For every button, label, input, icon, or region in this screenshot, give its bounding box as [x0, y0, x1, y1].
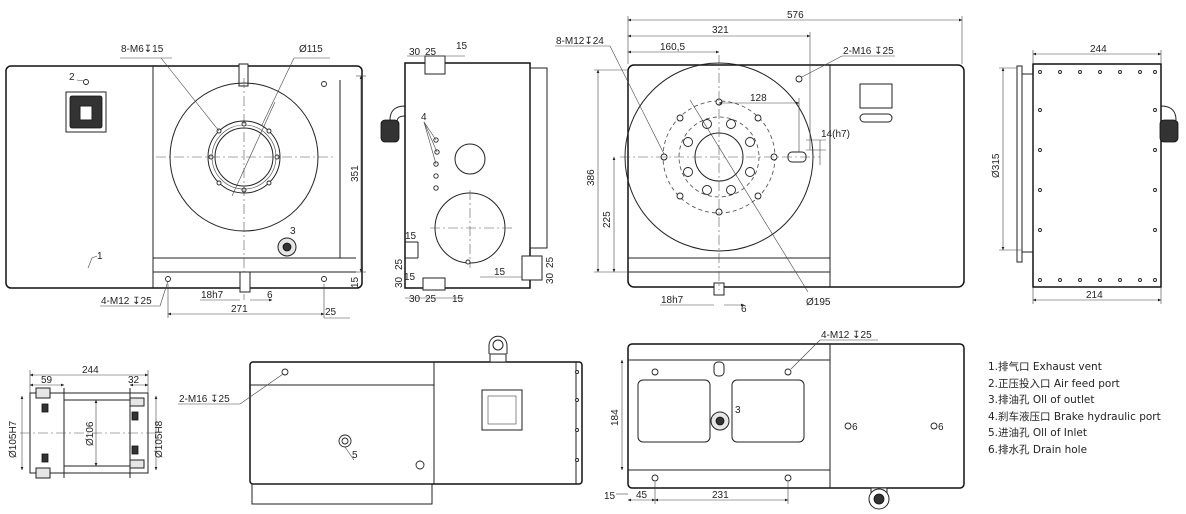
- front-callout-3: 3: [290, 226, 296, 237]
- front-dim-bore: Ø115: [299, 44, 323, 55]
- rear-dim-321: 321: [712, 25, 729, 36]
- section-dim-length: 244: [82, 365, 99, 376]
- right-dim-dia: Ø315: [991, 153, 1002, 178]
- legend: 1.排气口 Exhaust vent 2.正压投入口 Air feed port…: [988, 359, 1184, 459]
- front-dim-thread: 8-M6↧15: [121, 44, 164, 55]
- bottom-dim-15: 15: [604, 491, 616, 502]
- side-body-outline: [404, 62, 531, 289]
- legend-item-6: 6.排水孔 Drain hole: [988, 443, 1088, 456]
- rear-dim-386: 386: [586, 169, 597, 186]
- front-dim-edge: 25: [325, 307, 337, 318]
- side-dim-c: 15: [456, 41, 468, 52]
- right-dim-base: 214: [1086, 290, 1103, 301]
- legend-item-1: 1.排气口 Exhaust vent: [988, 361, 1102, 373]
- side-dim-j: 15: [494, 267, 506, 278]
- rear-dim-bottom-off: 6: [741, 304, 747, 315]
- legend-item-5: 5.进油孔 Oll of Inlet: [988, 427, 1087, 440]
- bottom-callout-3: 3: [735, 405, 741, 416]
- rear-dim-128: 128: [750, 93, 767, 104]
- front-view: 8-M6↧15 Ø115 2 3 1 351 15 4-M12 ↧25 18h7…: [5, 44, 366, 319]
- section-dim-bore-mid: Ø106: [85, 421, 96, 446]
- section-dim-bore-left: Ø105H7: [8, 420, 19, 458]
- rear-dim-thread-right: 2-M16 ↧25: [843, 46, 894, 57]
- bottom-lifting-eye: [868, 487, 890, 510]
- front-dim-key: 18h7: [201, 290, 224, 301]
- right-connector: [1159, 105, 1179, 143]
- side-connector: [380, 105, 406, 143]
- side-dim-k: 30: [545, 272, 556, 284]
- side-dim-f: 30: [394, 276, 405, 288]
- bottom-body-outline: [627, 343, 965, 489]
- rear-nameplate: [859, 83, 893, 109]
- front-dim-right15: 15: [350, 276, 361, 288]
- rear-dim-bottom-key: 18h7: [661, 295, 684, 306]
- legend-item-2: 2.正压投入口 Air feed port: [988, 377, 1120, 390]
- side-dim-h: 25: [425, 294, 437, 305]
- section-dim-bore-right: Ø105H8: [154, 420, 165, 458]
- rear-dim-overall: 576: [787, 10, 804, 21]
- front-dim-base: 271: [231, 304, 248, 315]
- side-small-circle: [454, 143, 486, 175]
- side-view: 4 30 25 15 15 25 30 30 25 15 15 30 25 15: [380, 41, 556, 305]
- side-dim-b: 25: [425, 47, 437, 58]
- section-dim-left: 59: [41, 375, 53, 386]
- top-nameplate: [481, 389, 523, 431]
- bottom-view: 4-M12 ↧25 3 6 6 184 15 45 231: [604, 330, 965, 510]
- bottom-callout-6b: 6: [938, 422, 944, 433]
- front-callout-1: 1: [97, 251, 103, 262]
- front-top-key: [238, 63, 249, 87]
- top-view: 2-M16 ↧25 5: [178, 335, 583, 505]
- section-view: 244 59 32 Ø105H7 Ø106 Ø105H8: [8, 365, 165, 479]
- bottom-dim-184: 184: [610, 409, 621, 426]
- legend-item-4: 4.刹车液压口 Brake hydraulic port: [988, 410, 1161, 423]
- top-dim-thread: 2-M16 ↧25: [179, 394, 230, 405]
- right-body-outline: [1032, 63, 1162, 288]
- front-dim-height: 351: [350, 165, 361, 182]
- side-dim-e: 25: [394, 258, 405, 270]
- bottom-dim-thread: 4-M12 ↧25: [821, 330, 872, 341]
- bottom-callout-6a: 6: [852, 422, 858, 433]
- front-dim-key-off: 6: [267, 290, 273, 301]
- right-view: 244 Ø315 214: [991, 44, 1179, 304]
- rear-dim-thread-top: 8-M12↧24: [556, 36, 604, 47]
- rear-dim-dia: Ø195: [806, 297, 831, 308]
- side-callout-4: 4: [421, 112, 427, 123]
- side-dim-i: 15: [452, 294, 464, 305]
- side-dim-g: 30: [409, 294, 421, 305]
- rear-dim-key: 14(h7): [821, 129, 850, 140]
- side-dim-m: 15: [404, 272, 416, 283]
- front-body-outline: [5, 65, 363, 289]
- side-dim-d: 15: [405, 231, 417, 242]
- rear-dim-160: 160,5: [660, 42, 685, 53]
- front-dim-bottom-thread: 4-M12 ↧25: [101, 296, 152, 307]
- bottom-dim-231: 231: [712, 490, 729, 501]
- front-port-2: [83, 79, 89, 85]
- top-lifting-eye: [488, 335, 508, 363]
- rear-view: 576 321 160,5 8-M12↧24 2-M16 ↧25 128 14(…: [555, 10, 965, 315]
- rear-body-outline: [627, 64, 965, 288]
- right-dim-width: 244: [1090, 44, 1107, 55]
- front-callout-2: 2: [69, 72, 75, 83]
- right-bolt-grid: [1038, 70, 1157, 282]
- top-callout-5: 5: [352, 450, 358, 461]
- legend-item-3: 3.排油孔 Oll of outlet: [988, 394, 1095, 407]
- bottom-dim-45: 45: [636, 490, 648, 501]
- side-dim-l: 25: [545, 256, 556, 268]
- side-dim-a: 30: [409, 47, 421, 58]
- section-dim-right: 32: [128, 375, 140, 386]
- rear-dim-225: 225: [602, 211, 613, 228]
